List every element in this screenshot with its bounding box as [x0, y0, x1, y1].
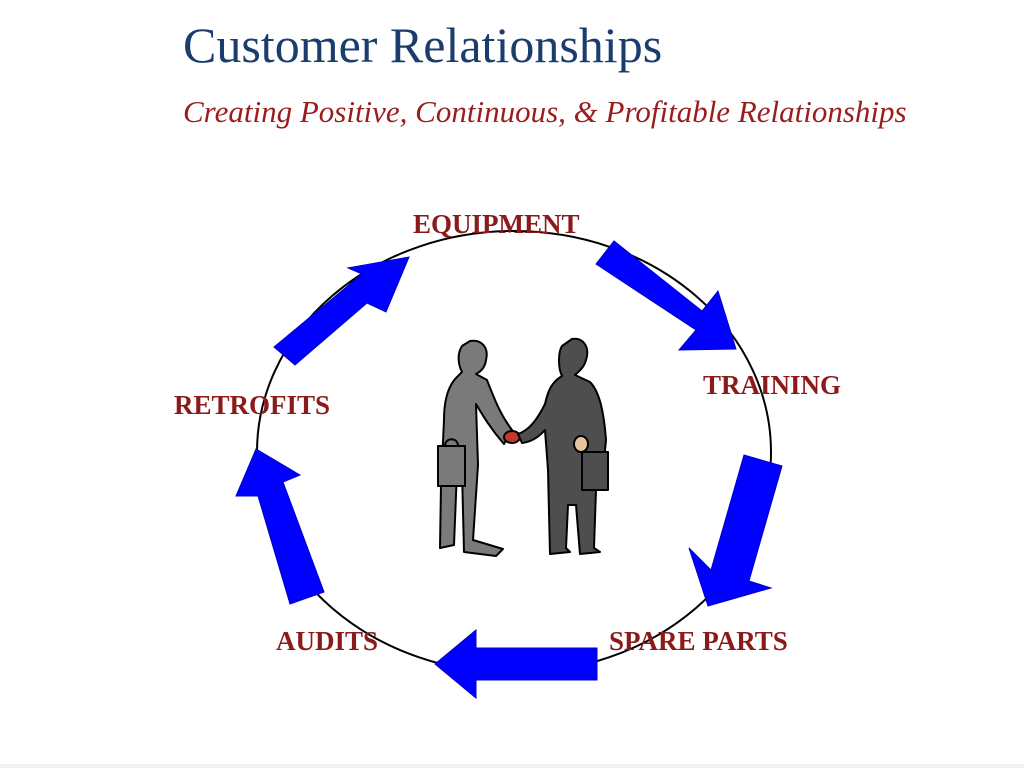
- handshake-icon: [437, 337, 609, 557]
- stage-label-audits: AUDITS: [276, 626, 379, 656]
- right-businessman-figure: [517, 337, 609, 555]
- arrow-equipment-to-training: [595, 240, 737, 351]
- stage-label-training: TRAINING: [703, 370, 842, 400]
- arrow-spare-parts-to-audits: [434, 628, 598, 700]
- slide-title: Customer Relationships: [183, 17, 663, 73]
- stage-label-retrofits: RETROFITS: [174, 390, 331, 420]
- arrow-training-to-spare-parts: [688, 454, 783, 607]
- arrow-retrofits-to-equipment: [273, 256, 410, 366]
- slide-subtitle: Creating Positive, Continuous, & Profita…: [183, 94, 907, 129]
- arrow-audits-to-retrofits: [235, 448, 325, 605]
- bottom-divider: [0, 764, 1024, 768]
- stage-label-spare-parts: SPARE PARTS: [609, 626, 788, 656]
- stage-label-equipment: EQUIPMENT: [413, 209, 580, 239]
- left-businessman-figure: [437, 339, 521, 557]
